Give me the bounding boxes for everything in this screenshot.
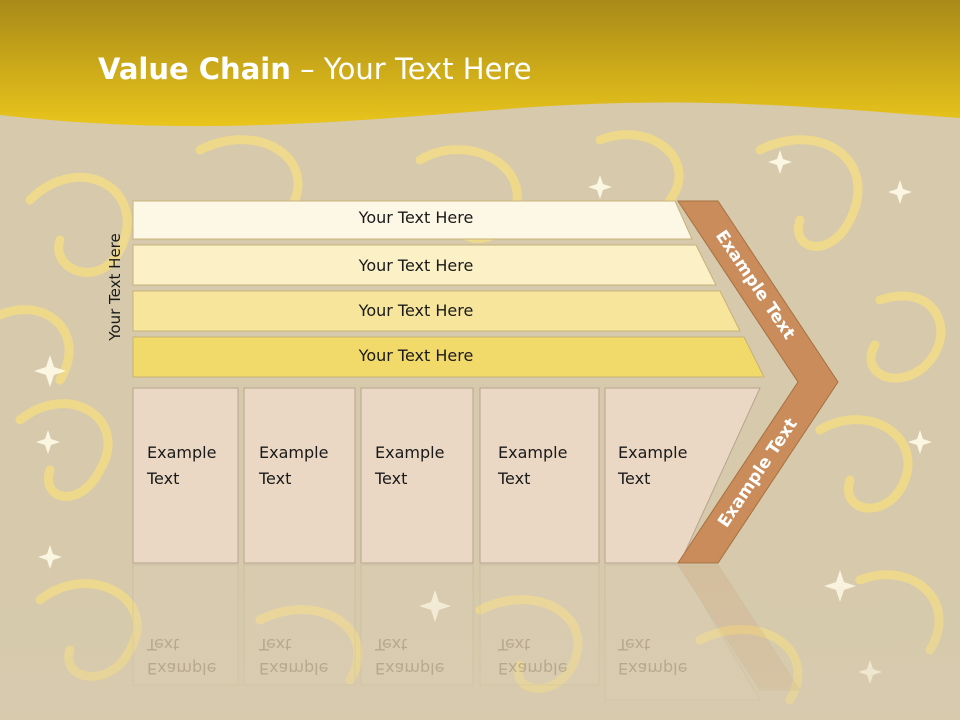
side-label: Your Text Here <box>106 233 124 341</box>
reflection-text-1-line1: Example <box>147 659 217 678</box>
title-rest: – Your Text Here <box>290 52 532 86</box>
reflection-text-5-line2: Text <box>618 635 651 654</box>
column-box-1 <box>132 387 239 564</box>
reflection-text-3-line2: Text <box>375 635 408 654</box>
column-text-4-line1: Example <box>498 443 568 462</box>
row-band-2 <box>132 244 717 286</box>
column-text-2-line2: Text <box>259 469 292 488</box>
reflection-text-4-line1: Example <box>498 659 568 678</box>
column-text-5-line2: Text <box>618 469 651 488</box>
column-text-3-line2: Text <box>375 469 408 488</box>
column-text-4-line2: Text <box>498 469 531 488</box>
slide-title: Value Chain – Your Text Here <box>98 52 532 86</box>
title-bold: Value Chain <box>98 52 291 86</box>
column-text-3-line1: Example <box>375 443 445 462</box>
row-label-3: Your Text Here <box>358 301 474 320</box>
row-label-1: Your Text Here <box>358 208 474 227</box>
reflection-text-4: Example Text <box>498 632 567 680</box>
column-text-5-line1: Example <box>618 443 688 462</box>
reflection-text-3-line1: Example <box>375 659 445 678</box>
row-band-4 <box>132 336 765 378</box>
column-boxes <box>132 387 761 564</box>
reflection-text-4-line2: Text <box>498 635 531 654</box>
row-shapes <box>132 200 765 378</box>
column-box-3 <box>360 387 474 564</box>
row-band-3 <box>132 290 741 332</box>
row-label-2: Your Text Here <box>358 256 474 275</box>
reflection-text-3: Example Text <box>375 632 444 680</box>
column-box-4 <box>479 387 600 564</box>
row-band-1 <box>132 200 693 240</box>
reflection-text-2: Example Text <box>259 632 328 680</box>
column-text-2-line1: Example <box>259 443 329 462</box>
reflection-text-5-line1: Example <box>618 659 688 678</box>
reflection-text-1-line2: Text <box>147 635 180 654</box>
column-text-1-line2: Text <box>147 469 180 488</box>
column-box-2 <box>243 387 356 564</box>
reflection-text-2-line1: Example <box>259 659 329 678</box>
column-text-1-line1: Example <box>147 443 217 462</box>
header-band <box>0 0 960 127</box>
reflection-text-1: Example Text <box>147 632 216 680</box>
reflection-text-2-line2: Text <box>259 635 292 654</box>
reflection-text-5: Example Text <box>618 632 687 680</box>
row-label-4: Your Text Here <box>358 346 474 365</box>
